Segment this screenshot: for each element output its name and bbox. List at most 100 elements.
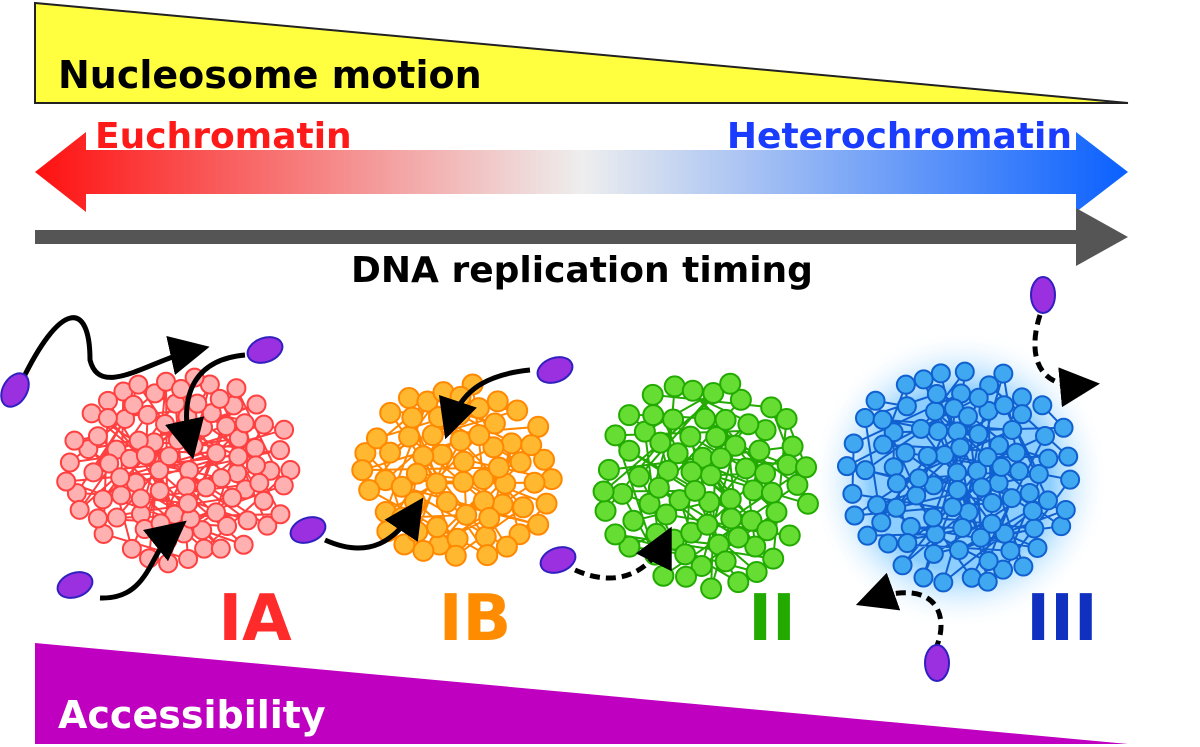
nucleosome (594, 499, 617, 522)
nucleosome (925, 401, 946, 422)
nucleosome (150, 513, 171, 534)
nucleosome (796, 492, 819, 515)
nucleosome (694, 407, 717, 430)
nucleosome (700, 577, 723, 600)
nucleosome (1032, 395, 1053, 416)
nucleosome (472, 468, 495, 491)
nucleosome (760, 396, 783, 419)
cluster-ii (592, 372, 819, 600)
nucleosome (638, 492, 661, 515)
nucleosome (597, 458, 620, 481)
nucleosome (982, 492, 1003, 513)
nucleosome (253, 414, 274, 435)
nucleosome (649, 431, 672, 454)
nucleosome (426, 516, 449, 539)
nucleosome (1012, 404, 1033, 425)
nucleosome (913, 369, 934, 390)
nucleosome (358, 479, 381, 502)
nucleosome (130, 488, 151, 509)
nucleosome (871, 512, 892, 533)
nucleosome (257, 515, 278, 536)
nucleosome (149, 480, 170, 501)
nucleosome (765, 501, 788, 524)
accessibility-label: Accessibility (58, 693, 326, 737)
nucleosome (684, 479, 707, 502)
nucleosome (892, 555, 913, 576)
nucleosome (926, 384, 947, 405)
nucleosome (666, 442, 689, 465)
nucleosome (390, 475, 413, 498)
nucleosome (427, 406, 450, 429)
nucleosome (217, 516, 238, 537)
arrow-ia-3 (99, 520, 187, 601)
nucleosome (99, 453, 120, 474)
nucleosome (778, 524, 801, 547)
nucleosome (690, 554, 713, 577)
nucleosome (844, 505, 865, 526)
nucleosome (253, 490, 274, 511)
nucleosome (64, 430, 85, 451)
nucleosome (222, 487, 243, 508)
nucleosome (923, 543, 944, 564)
nucleosome (83, 462, 104, 483)
nucleosome (178, 493, 199, 514)
nucleosome (942, 497, 963, 518)
nucleosome (211, 468, 232, 489)
nucleosome (523, 471, 546, 494)
nucleosome (994, 395, 1015, 416)
chromatin-arrow (35, 132, 1128, 212)
nucleosome (900, 516, 921, 537)
accessibility-wedge (35, 643, 1128, 744)
nucleosome (857, 525, 878, 546)
nucleosome (110, 467, 131, 488)
nucleosome (878, 533, 899, 554)
nucleosome (416, 390, 439, 413)
nucleosome (729, 388, 752, 411)
nucleosome (405, 462, 428, 485)
nucleosome (119, 448, 140, 469)
nucleosome (245, 437, 266, 458)
nucleosome (1058, 446, 1079, 467)
nucleosome (867, 495, 888, 516)
nucleosome (176, 476, 197, 497)
nucleosome (379, 401, 402, 424)
domain-label-iii: III (1026, 582, 1097, 656)
nucleosome (509, 451, 532, 474)
nucleosome (760, 481, 783, 504)
nucleosome (206, 443, 227, 464)
nucleosome (776, 453, 799, 476)
nucleosome (872, 409, 893, 430)
nucleosome (724, 434, 747, 457)
nucleosome (210, 538, 231, 559)
nucleosome (873, 434, 894, 455)
nucleosome (913, 567, 934, 588)
nucleosome (1028, 464, 1049, 485)
nucleosome (933, 572, 954, 593)
nucleosome (449, 429, 472, 452)
nucleosome (775, 408, 798, 431)
protein-icon (536, 356, 574, 384)
protein-icon (924, 644, 950, 682)
heterochromatin-label: Heterochromatin (727, 116, 1072, 157)
nucleosome (452, 470, 475, 493)
nucleosome (249, 472, 270, 493)
nucleosome (855, 460, 876, 481)
nucleosome (865, 390, 886, 411)
nucleosome (977, 571, 998, 592)
nucleosome (950, 437, 971, 458)
nucleosome (968, 387, 989, 408)
nucleosome (727, 571, 750, 594)
nucleosome (756, 519, 779, 542)
nucleosome (467, 397, 490, 420)
nucleosome (734, 457, 757, 480)
nucleosome-motion-label: Nucleosome motion (58, 53, 482, 97)
nucleosome (1019, 482, 1040, 503)
nucleosome (421, 424, 444, 447)
nucleosome (886, 497, 907, 518)
cluster-iii (836, 361, 1081, 593)
nucleosome (533, 448, 556, 471)
nucleosome (270, 440, 291, 461)
nucleosome (954, 361, 975, 382)
nucleosome (506, 399, 529, 422)
